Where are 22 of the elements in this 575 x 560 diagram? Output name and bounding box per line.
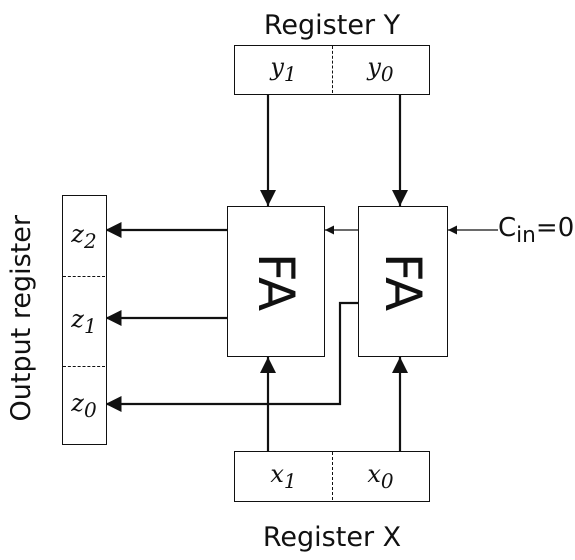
bit-label: z$_{0}$	[71, 388, 97, 422]
bit-label: y$_{1}$	[270, 53, 297, 86]
full-adder-box: FA	[227, 206, 325, 357]
arrow	[260, 357, 276, 452]
bit-label: z$_{1}$	[71, 305, 97, 338]
arrow	[106, 310, 227, 326]
arrow	[106, 222, 227, 238]
bit-label: x$_{1}$	[270, 460, 297, 492]
arrow	[106, 302, 358, 412]
bit-label: z$_{2}$	[71, 220, 97, 252]
bit-label: x$_{0}$	[367, 460, 394, 492]
bit-label: y$_{0}$	[367, 53, 394, 86]
carry-in-label: C$_{in}$=0	[498, 212, 575, 250]
arrow	[448, 226, 498, 234]
register-label: Output register	[6, 214, 36, 422]
full-adder-box: FA	[358, 206, 448, 357]
arrow	[260, 94, 276, 206]
register-label: Register X	[262, 522, 402, 552]
arrow	[392, 357, 408, 452]
arrow	[392, 94, 408, 206]
register-label: Register Y	[264, 10, 400, 40]
arrow	[325, 226, 358, 234]
